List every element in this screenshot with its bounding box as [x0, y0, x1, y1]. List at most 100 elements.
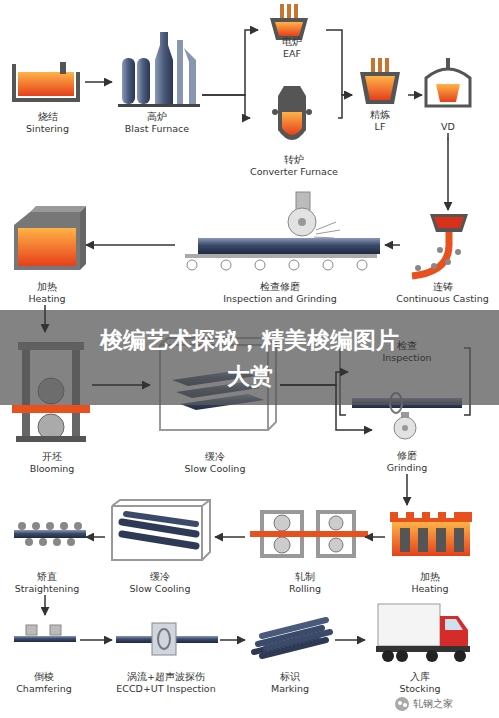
blast-furnace-part	[118, 104, 200, 107]
flow-arrow	[86, 536, 105, 538]
reheating-furnace-part	[418, 528, 428, 552]
step-label-en: Straightening	[15, 583, 79, 595]
process-step: 电炉EAF	[258, 4, 326, 60]
step-label-en: Slow Cooling	[130, 583, 191, 595]
converter-furnace	[272, 86, 312, 140]
continuous-caster-part	[434, 217, 464, 228]
vacuum-degasser-part	[446, 58, 450, 68]
converter-furnace-part	[272, 109, 278, 115]
rolling-stands	[250, 512, 368, 556]
step-label: 转炉	[284, 154, 304, 166]
sintering-machine-part	[60, 62, 66, 74]
electric-arc-furnace	[270, 4, 308, 40]
step-label: 标识	[280, 671, 300, 683]
step-label-en: Inspection and Grinding	[223, 293, 337, 305]
watermark-icon-part	[395, 697, 409, 711]
process-step: 修磨Grinding	[372, 412, 442, 474]
grinding-line	[185, 192, 380, 270]
reheating-furnace-part	[414, 512, 422, 518]
grinding-line-part	[187, 260, 197, 270]
straightening-machine-part	[18, 522, 26, 530]
chamfering-machine-part	[50, 625, 61, 635]
grinding-line-part	[323, 260, 333, 270]
electric-arc-furnace-part	[275, 22, 303, 36]
blooming-mill-part	[12, 405, 90, 413]
delivery-truck-part	[426, 650, 438, 662]
converter-furnace-part	[278, 86, 306, 140]
flow-arrow	[406, 474, 408, 505]
continuous-caster-part	[430, 214, 468, 232]
flow-arrow	[220, 639, 245, 641]
step-label: 开坯	[42, 451, 62, 463]
flow-arrow	[202, 95, 250, 118]
process-step: 开坯Blooming	[12, 332, 92, 475]
ladle-furnace-part	[360, 72, 400, 104]
delivery-truck-part	[396, 650, 408, 662]
step-label-en: Marking	[271, 683, 309, 695]
straightening-machine-part	[74, 522, 82, 530]
rolling-stands-part	[274, 537, 290, 553]
continuous-caster-part	[455, 249, 461, 255]
grinding-wheel	[394, 412, 416, 439]
step-label-en: Sintering	[26, 123, 69, 135]
continuous-caster-part	[431, 263, 437, 269]
process-step: 加热Heating	[8, 204, 86, 305]
eddy-ultrasonic-tester-part	[158, 629, 170, 649]
chamfering-machine-part	[26, 625, 37, 635]
step-label-en: Blooming	[30, 463, 75, 475]
cooling-bed-part	[126, 514, 196, 524]
blast-furnace-part	[177, 40, 183, 104]
banner-title: 梭编艺术探秘，精美梭编图片大赏	[90, 310, 410, 394]
process-step: 高炉Blast Furnace	[112, 28, 202, 135]
sintering-machine	[14, 62, 78, 100]
bar-bundle	[254, 620, 330, 656]
reheating-furnace-part	[446, 512, 454, 518]
step-label-en: ECCD+UT Inspection	[116, 683, 215, 695]
flow-arrow	[408, 94, 422, 96]
grinding-wheel-part	[402, 425, 408, 431]
chamfering-machine	[14, 625, 76, 642]
delivery-truck	[376, 604, 470, 662]
continuous-caster-part	[415, 265, 421, 271]
reheating-furnace-part	[430, 512, 438, 518]
continuous-caster-part	[437, 247, 443, 253]
process-step: 入库Stocking	[365, 598, 475, 695]
grinding-line-part	[296, 192, 310, 210]
step-label: 连铸	[433, 281, 453, 293]
reheating-furnace	[390, 512, 472, 556]
flow-arrow	[338, 95, 352, 118]
flow-arrow	[365, 536, 385, 538]
heating-furnace-part	[18, 228, 76, 266]
flow-arrow	[280, 385, 372, 430]
process-step: 烧结Sintering	[10, 55, 85, 135]
straightening-machine	[14, 522, 86, 546]
cooling-bed	[112, 500, 210, 560]
step-label-en: Stocking	[400, 683, 441, 695]
step-label: 涡流+超声波探伤	[127, 671, 205, 683]
flow-arrow	[85, 81, 112, 83]
process-step: 缓冷Slow Cooling	[105, 495, 215, 595]
reheating-furnace-part	[398, 512, 406, 518]
process-step: 涡流+超声波探伤ECCD+UT Inspection	[112, 615, 220, 695]
step-label-en: Slow Cooling	[185, 463, 246, 475]
continuous-caster-part	[445, 259, 451, 265]
step-label: 加热	[37, 281, 57, 293]
delivery-truck-part	[454, 650, 466, 662]
step-label: 轧制	[295, 571, 315, 583]
vacuum-degasser-part	[426, 69, 470, 106]
step-label-en: EAF	[283, 48, 301, 60]
step-label: 倒棱	[34, 671, 54, 683]
step-label: 缓冷	[205, 451, 225, 463]
flow-arrow	[202, 30, 258, 95]
flow-arrow	[385, 244, 400, 246]
straightening-machine-part	[32, 522, 40, 530]
straightening-machine-part	[14, 530, 86, 538]
process-step: 矫直Straightening	[8, 514, 86, 595]
straightening-machine-part	[39, 538, 47, 546]
flow-arrow	[280, 372, 348, 385]
flow-arrow	[215, 536, 245, 538]
grinding-line-part	[288, 208, 316, 236]
converter-furnace-part	[306, 109, 312, 115]
blast-furnace-part	[122, 58, 135, 104]
blast-furnace-part	[137, 58, 150, 104]
